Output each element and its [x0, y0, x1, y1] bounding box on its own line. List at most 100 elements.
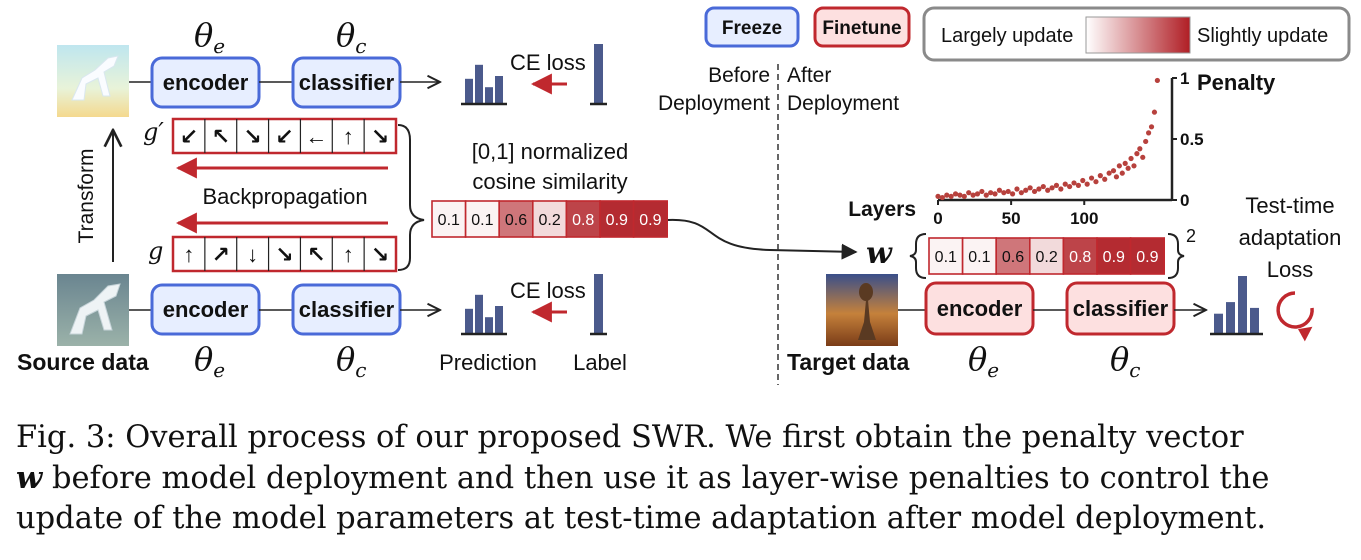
target-prediction-histogram — [1210, 276, 1263, 336]
vector-cell-value: 0.1 — [968, 249, 990, 266]
g-prime-symbol: g′ — [143, 118, 164, 146]
encoder-target — [924, 281, 1035, 336]
vector-transfer-arrow — [667, 218, 858, 260]
vector-cell-value: 0.9 — [1103, 249, 1125, 266]
scatter-point — [1045, 187, 1051, 193]
finetune-legend-label: Finetune — [822, 18, 901, 39]
scatter-point — [1113, 174, 1120, 180]
histogram-bar — [1250, 307, 1259, 334]
scatter-point — [944, 192, 950, 198]
vector-cell-value: 0.8 — [572, 212, 594, 229]
vector-cell-value: 0.8 — [1069, 249, 1091, 266]
histogram-bar — [1214, 313, 1223, 334]
x-tick-label: 0 — [933, 209, 942, 228]
vector-cell — [431, 200, 467, 238]
vector-cell — [961, 237, 997, 275]
vector-left-brace — [909, 233, 927, 279]
loop-icon — [1276, 291, 1314, 342]
scatter-point — [1062, 181, 1068, 187]
scatter-point — [974, 191, 981, 197]
target-data-label: Target data — [787, 349, 909, 375]
g-strip — [171, 235, 398, 273]
legend: Freeze Finetune Largely update Slightly … — [704, 6, 1351, 62]
scatter-point — [1143, 138, 1149, 145]
scatter-point — [1125, 165, 1131, 171]
theta-c-bottom: θc — [336, 340, 366, 382]
cosine-line1: [0,1] normalized — [472, 139, 629, 164]
after-deploy-line1: After — [787, 64, 831, 87]
tta-line3: Loss — [1267, 257, 1313, 282]
gradient-arrow: ↘ — [275, 242, 293, 267]
scatter-point — [1131, 163, 1137, 169]
scatter-point — [1018, 190, 1024, 196]
gradient-arrow: ↙ — [180, 124, 198, 149]
vector-cell — [531, 200, 568, 238]
vector-exponent: 2 — [1186, 226, 1196, 246]
prediction-label: Prediction — [439, 350, 537, 375]
scatter-point — [1122, 160, 1128, 166]
label-label: Label — [573, 350, 627, 375]
scatter-point — [1014, 186, 1020, 192]
classifier-top-label: classifier — [299, 70, 395, 95]
scatter-point — [1116, 163, 1122, 169]
scatter-point — [957, 192, 963, 198]
vector-cell-value: 0.2 — [1035, 249, 1057, 266]
ce-loss-top: CE loss — [510, 50, 586, 75]
theta-e-bottom: θe — [194, 340, 225, 382]
backprop-label: Backpropagation — [202, 184, 367, 209]
source-transformed-image — [57, 45, 129, 117]
cosine-line2: cosine similarity — [472, 169, 627, 194]
scatter-point — [1093, 179, 1099, 185]
histogram-bar — [1226, 302, 1235, 334]
x-tick-label: 50 — [1002, 209, 1021, 228]
scatter-point — [1067, 183, 1073, 190]
update-gradient-bar — [1085, 16, 1191, 54]
scatter-point — [1088, 175, 1095, 181]
caption-line1: Fig. 3: Overall process of our proposed … — [16, 420, 1244, 455]
prediction-histogram-bottom — [461, 294, 507, 336]
scatter-point — [1119, 170, 1125, 176]
vector-cell-value: 0.1 — [935, 249, 957, 266]
source-data-label: Source data — [17, 349, 149, 375]
gradient-arrow: ↙ — [275, 124, 293, 149]
tta-line1: Test-time — [1245, 193, 1334, 218]
gradient-arrow: ↑ — [343, 242, 354, 267]
scatter-point — [970, 192, 976, 198]
histogram-bar — [475, 64, 483, 104]
gradient-arrow: ↖ — [212, 124, 230, 149]
scatter-point — [1106, 170, 1112, 176]
g-arrows: ↑↗↓↘↖↑↘ — [183, 237, 389, 271]
encoder-top-label: encoder — [163, 70, 249, 95]
scatter-point — [988, 190, 994, 196]
scatter-point — [952, 191, 959, 197]
scatter-point — [966, 190, 972, 196]
scatter-point — [948, 193, 954, 199]
scatter-point — [1005, 188, 1011, 195]
vector-cell-value: 0.9 — [606, 212, 628, 229]
encoder-bottom-label: encoder — [163, 297, 249, 322]
gradient-arrow: ↘ — [371, 242, 389, 267]
vector-cell-value: 0.1 — [438, 212, 460, 229]
target-image — [826, 274, 898, 346]
scatter-point — [1134, 151, 1140, 157]
chart-xlabel: Layers — [848, 198, 916, 221]
gradient-arrow: ↘ — [243, 124, 261, 149]
scatter-point — [1084, 181, 1090, 187]
freeze-legend-label: Freeze — [722, 18, 782, 39]
gradient-brace — [397, 124, 425, 271]
scatter-point — [1031, 188, 1038, 195]
gradient-arrow: ↖ — [307, 242, 325, 267]
histogram-bar — [495, 76, 503, 104]
scatter-point — [1036, 186, 1042, 192]
scatter-point — [1040, 183, 1046, 190]
after-deploy-line2: Deployment — [787, 92, 899, 115]
source-original-image — [57, 274, 129, 346]
prediction-histogram-top — [461, 64, 507, 106]
gradient-arrow: ← — [305, 124, 327, 149]
before-deploy-line1: Before — [708, 64, 770, 87]
figure-caption: Fig. 3: Overall process of our proposed … — [16, 418, 1350, 539]
scatter-point — [1075, 182, 1081, 188]
